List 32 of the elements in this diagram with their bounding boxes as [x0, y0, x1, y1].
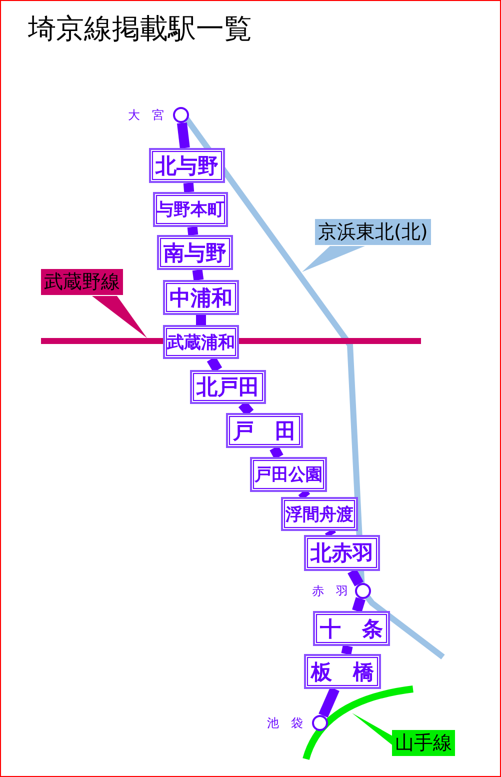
station-name-box: 浮間舟渡	[281, 497, 358, 531]
railway-segment	[196, 315, 206, 325]
railway-segment	[352, 597, 366, 612]
line-name-label: 山手線	[392, 730, 455, 756]
station-name-box: 戸 田	[226, 413, 303, 448]
railway-segment	[176, 122, 190, 149]
station-name-box: 南与野	[157, 235, 233, 270]
title: 埼京線掲載駅一覧	[28, 12, 252, 46]
station-name-box: 北与野	[149, 148, 225, 183]
station-name: 池 袋	[267, 716, 303, 730]
line-name-label: 武蔵野線	[41, 269, 123, 295]
station-name-box: 板 橋	[304, 654, 381, 689]
station-name-box: 戸田公園	[250, 457, 327, 492]
railway-segment	[348, 568, 364, 586]
station-name: 大 宮	[128, 108, 164, 122]
line-name-label: 京浜東北(北)	[315, 219, 431, 245]
station-name-box: 与野本町	[153, 192, 228, 227]
station-circle	[312, 715, 328, 731]
railway-segment	[183, 182, 194, 192]
railway-segment	[270, 446, 284, 460]
station-circle	[173, 107, 189, 123]
station-name-box: 武蔵浦和	[163, 325, 239, 359]
railway-segment	[341, 645, 353, 655]
railway-segment	[318, 687, 340, 718]
station-circle	[355, 583, 371, 599]
railway-segment	[187, 226, 198, 236]
station-name: 赤 羽	[312, 584, 348, 598]
station-name-box: 中浦和	[163, 280, 239, 315]
station-name-box: 北赤羽	[304, 535, 380, 571]
railway-segment	[192, 269, 204, 281]
station-name-box: 北戸田	[190, 370, 266, 404]
station-name-box: 十 条	[313, 611, 390, 646]
